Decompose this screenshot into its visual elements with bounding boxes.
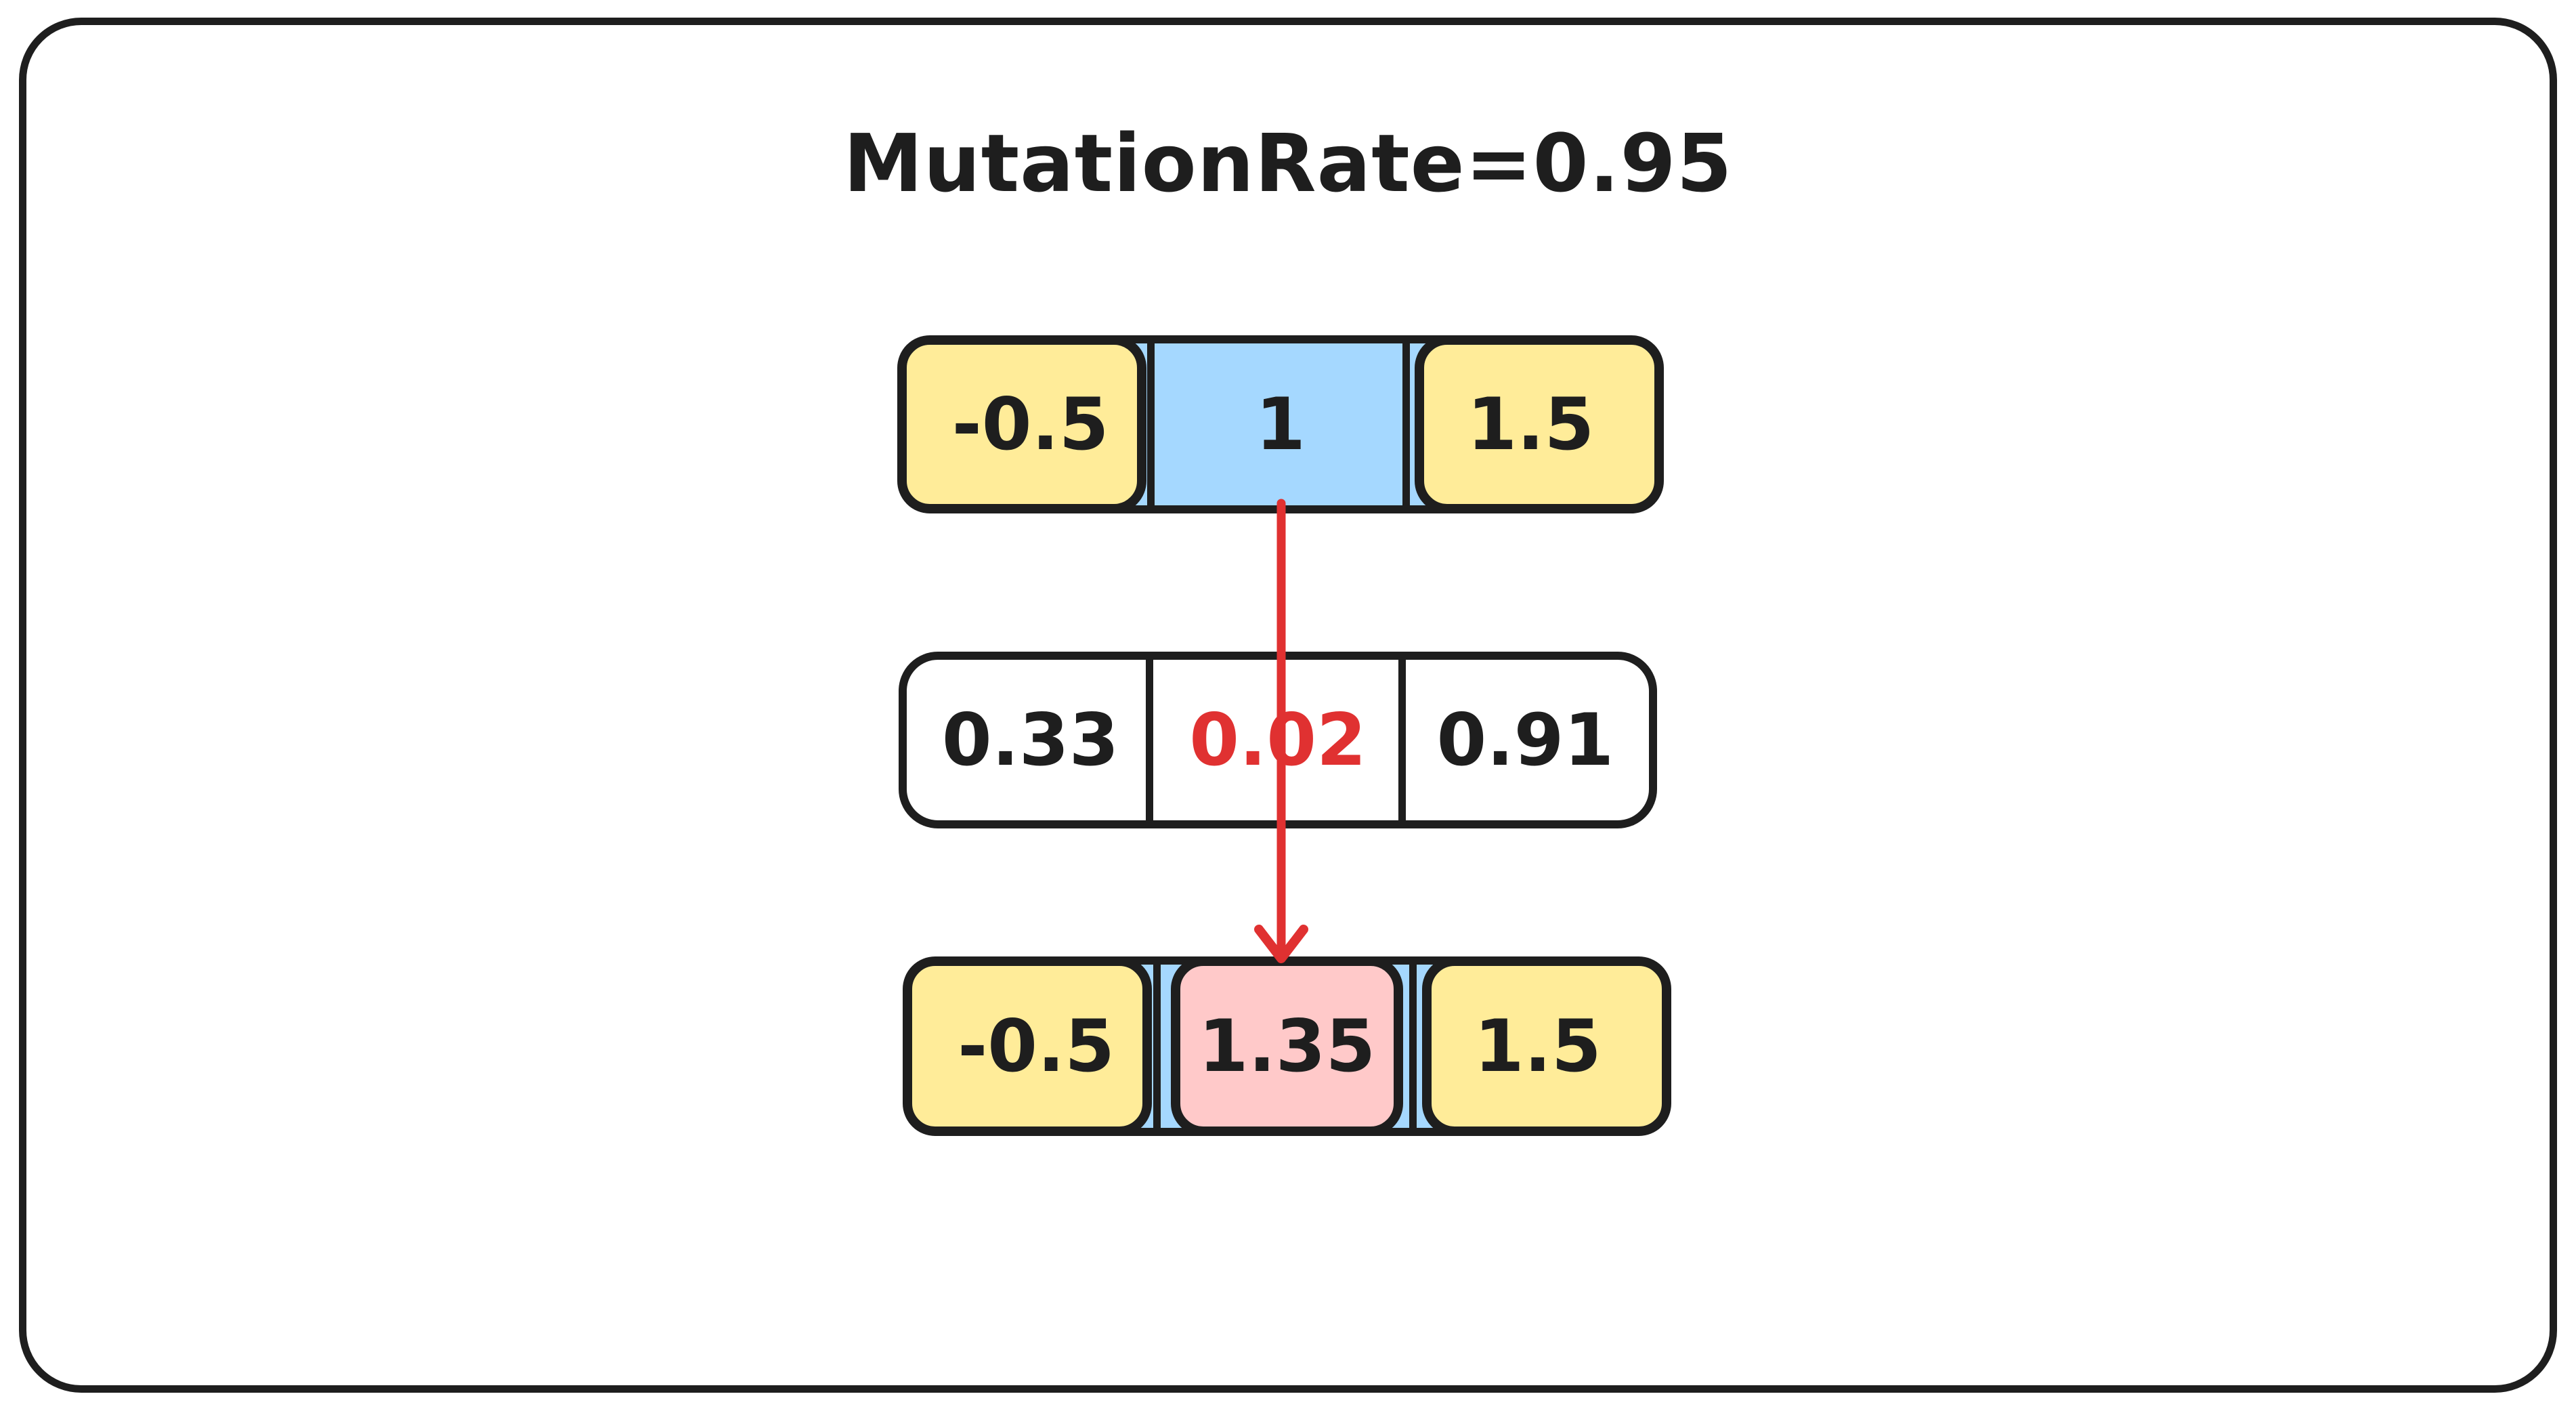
child-gene-1-mutated: 1.35 xyxy=(1198,1005,1376,1088)
child-gene-box-left xyxy=(903,956,1152,1136)
outer-frame xyxy=(19,18,2557,1393)
cell-divider xyxy=(1398,656,1406,824)
diagram-title: MutationRate=0.95 xyxy=(843,117,1733,210)
cell-divider xyxy=(1147,339,1155,509)
cell-divider xyxy=(1402,339,1410,509)
child-cells: -0.5 1.35 1.5 xyxy=(911,965,1663,1128)
random-value-0: 0.33 xyxy=(941,698,1119,782)
random-value-2: 0.91 xyxy=(1436,698,1614,782)
child-gene-box-right xyxy=(1422,956,1671,1136)
parent-gene-0: -0.5 xyxy=(951,383,1109,466)
child-gene-2: 1.5 xyxy=(1474,1005,1602,1088)
parent-gene-1-selected: 1 xyxy=(1255,383,1306,466)
child-gene-0: -0.5 xyxy=(958,1005,1115,1088)
mutation-arrow-icon xyxy=(1254,499,1308,963)
cell-divider xyxy=(1153,961,1161,1132)
parent-cells: -0.5 1 1.5 xyxy=(905,343,1656,505)
parent-gene-box-right xyxy=(1415,335,1664,513)
cell-divider xyxy=(1146,656,1154,824)
cell-divider xyxy=(1409,961,1417,1132)
parent-gene-2: 1.5 xyxy=(1467,383,1595,466)
child-genome-row: -0.5 1.35 1.5 xyxy=(903,956,1671,1136)
parent-gene-box-left xyxy=(897,335,1146,513)
parent-genome-row: -0.5 1 1.5 xyxy=(897,335,1664,513)
child-gene-box-mutated xyxy=(1171,956,1403,1136)
